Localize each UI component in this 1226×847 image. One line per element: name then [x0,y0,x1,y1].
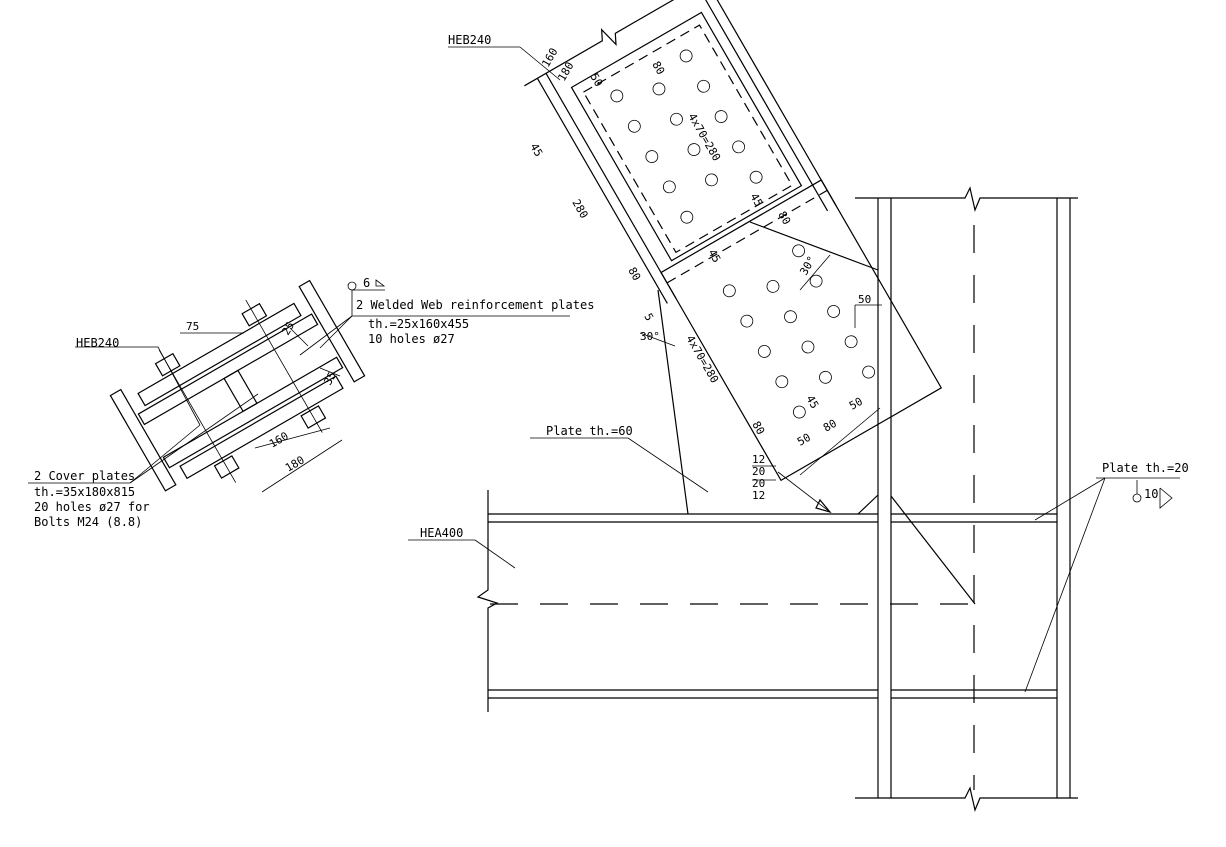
dim-180-top: 180 [555,60,576,84]
dim-280-left: 280 [569,197,590,221]
weld-mark-3: 20 [752,477,765,490]
dim-5: 5 [641,311,656,323]
brace-label: HEB240 [448,33,491,47]
weld-symbol-size: 6 [363,276,370,290]
dim-80-bottom: 80 [821,417,839,435]
dim-45-left: 45 [527,141,545,159]
section-leaders [28,279,570,484]
column [855,186,1078,812]
angle-30-left: 30° [640,330,660,343]
cover-plates-title: 2 Cover plates [34,469,135,483]
weld-mark-1: 12 [752,453,765,466]
dim-80-left: 80 [625,265,643,283]
section-beam-label: HEB240 [76,336,119,350]
dim-180: 180 [283,453,307,474]
dim-25: 25 [279,320,297,338]
beam-label: HEA400 [420,526,463,540]
brace-heb240 [524,0,943,482]
dim-160: 160 [267,429,291,450]
dim-50-bottom-a: 50 [795,431,813,449]
angle-30-top: 30° [797,254,818,278]
dim-160-top: 160 [539,46,560,70]
cover-plates-holes: 20 holes ø27 for [34,500,150,514]
cover-plates-bolts: Bolts M24 (8.8) [34,515,142,529]
dim-45-upper-right: 45 [747,191,765,209]
dim-50-bottom-b: 50 [847,395,865,413]
web-plates-spec: th.=25x160x455 [368,317,469,331]
dim-4x70-upper: 4x70=280 [685,111,723,163]
dim-80-top: 80 [649,59,667,77]
dim-45-lower-right: 45 [803,393,821,411]
col-dim-50: 50 [858,293,871,306]
section-view [109,279,366,492]
dim-75: 75 [186,320,199,333]
bolt-holes-lower [722,244,876,419]
web-plates-title: 2 Welded Web reinforcement plates [356,298,594,312]
section-dims [180,327,343,493]
dim-45-lower: 45 [705,247,723,265]
beam-hea400 [476,490,1057,712]
dim-50-top: 50 [587,71,605,89]
bolt-holes-upper [610,49,763,224]
cover-plates-spec: th.=35x180x815 [34,485,135,499]
dim-80-lower: 80 [749,419,767,437]
dim-80-upper-right: 80 [775,209,793,227]
gusset-plate [657,221,879,515]
web-plates-holes: 10 holes ø27 [368,332,455,346]
weld-mark-2: 20 [752,465,765,478]
gusset-label: Plate th.=60 [546,424,633,438]
stiffener-weld: 10 [1144,487,1158,501]
dim-4x70-lower: 4x70=280 [683,333,721,385]
elevation-dims [408,46,1180,693]
weld-mark-4: 12 [752,489,765,502]
stiffener-label: Plate th.=20 [1102,461,1189,475]
dim-35: 35 [321,370,339,388]
